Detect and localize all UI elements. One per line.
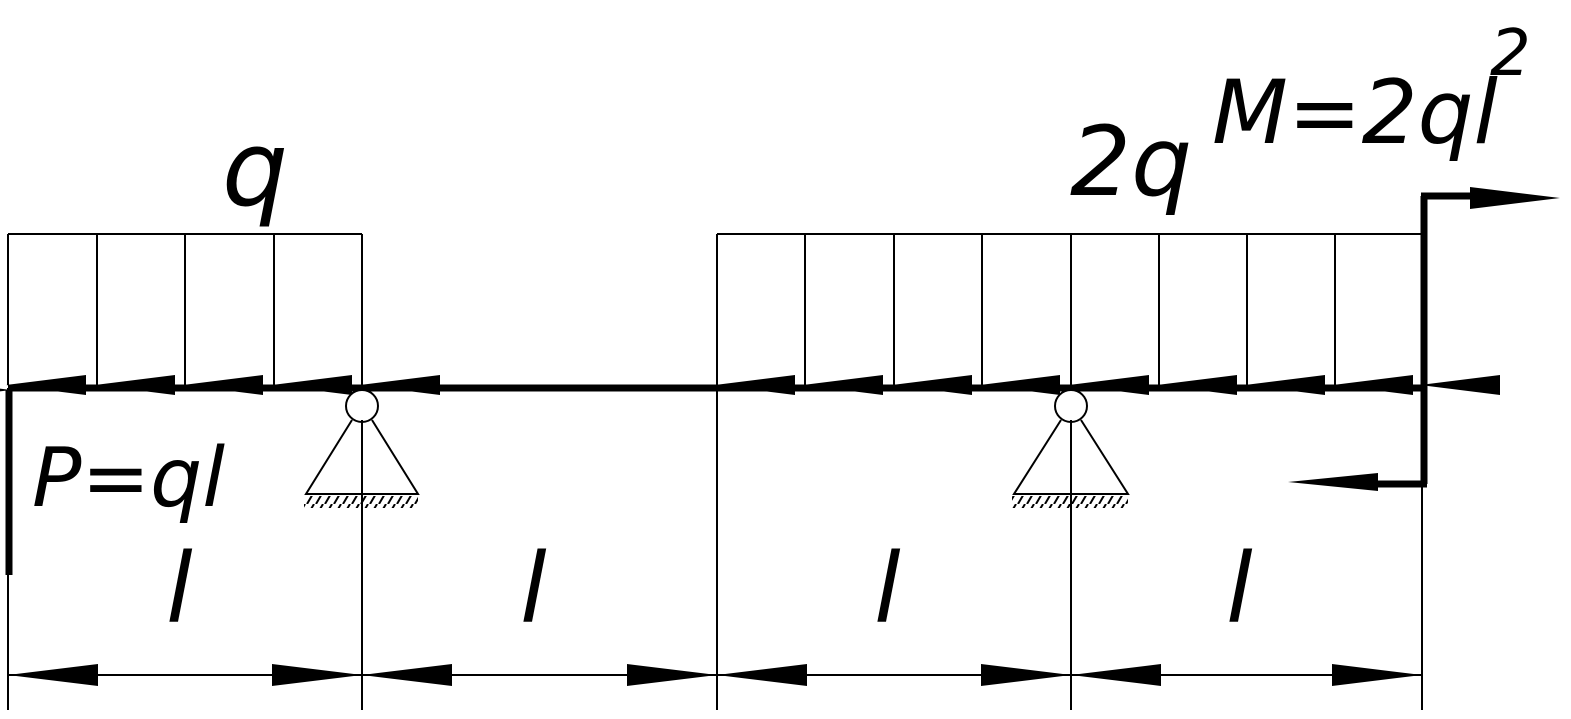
moment-m-symbol xyxy=(1288,187,1560,491)
distributed-load-q xyxy=(6,233,440,395)
label-span-1: l xyxy=(166,533,193,645)
label-2q: 2q xyxy=(1070,106,1192,218)
label-force-p: P=ql xyxy=(32,431,225,526)
label-moment: M=2ql xyxy=(1212,61,1499,164)
label-moment-exponent: 2 xyxy=(1490,17,1531,91)
label-span-3: l xyxy=(874,533,901,645)
label-span-4: l xyxy=(1226,533,1253,645)
label-q: q xyxy=(222,108,288,230)
distributed-load-2q xyxy=(715,233,1500,395)
label-span-2: l xyxy=(520,533,547,645)
dimension-lines xyxy=(7,388,1423,710)
